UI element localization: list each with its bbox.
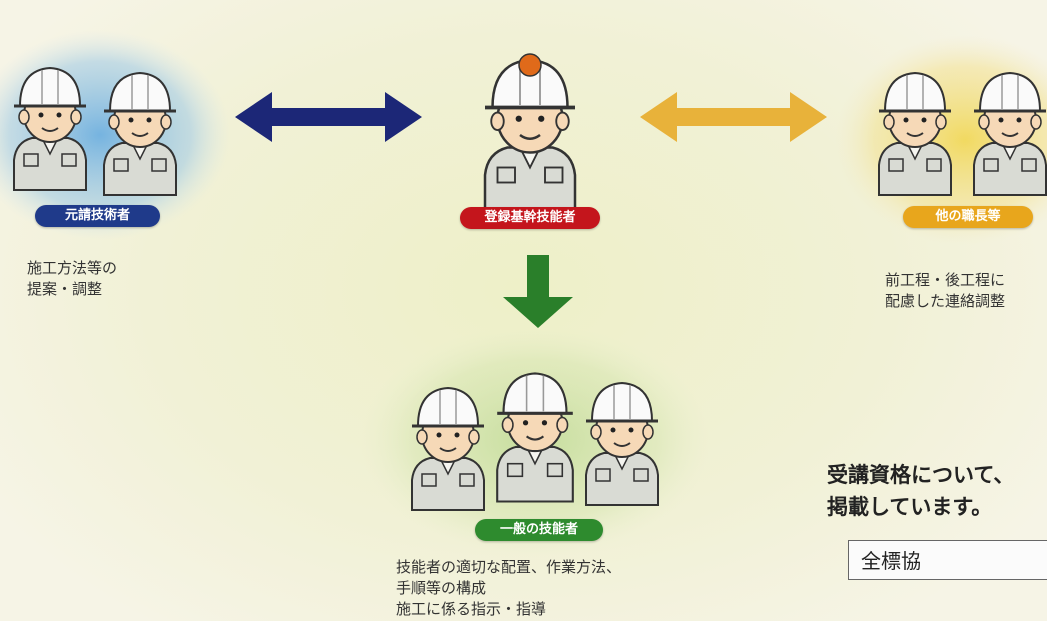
foreman-1 xyxy=(877,71,953,197)
core-technician-badge: 登録基幹技能者 xyxy=(460,207,600,229)
general-worker-2 xyxy=(495,371,575,504)
prime-contractor-caption: 施工方法等の 提案・調整 xyxy=(27,259,118,298)
prime-worker-2 xyxy=(102,71,178,197)
other-foremen-badge: 他の職長等 xyxy=(903,206,1033,228)
general-technicians-badge: 一般の技能者 xyxy=(475,519,603,541)
core-technician-figure xyxy=(483,53,577,215)
foreman-2 xyxy=(972,71,1047,197)
notice-text: 受講資格について、 掲載しています。 xyxy=(827,463,1015,519)
down-arrow xyxy=(503,255,573,328)
left-double-arrow xyxy=(235,92,422,142)
prime-worker-1 xyxy=(12,66,88,192)
notice-tag[interactable]: 全標協 xyxy=(848,540,1047,580)
other-foremen-caption: 前工程・後工程に 配慮した連絡調整 xyxy=(885,271,1006,310)
general-technicians-caption: 技能者の適切な配置、作業方法、 手順等の構成 施工に係る指示・指導 xyxy=(396,558,622,618)
general-worker-3 xyxy=(584,381,660,507)
general-worker-1 xyxy=(410,386,486,512)
right-double-arrow xyxy=(640,92,827,142)
prime-contractor-badge: 元請技術者 xyxy=(35,205,160,227)
